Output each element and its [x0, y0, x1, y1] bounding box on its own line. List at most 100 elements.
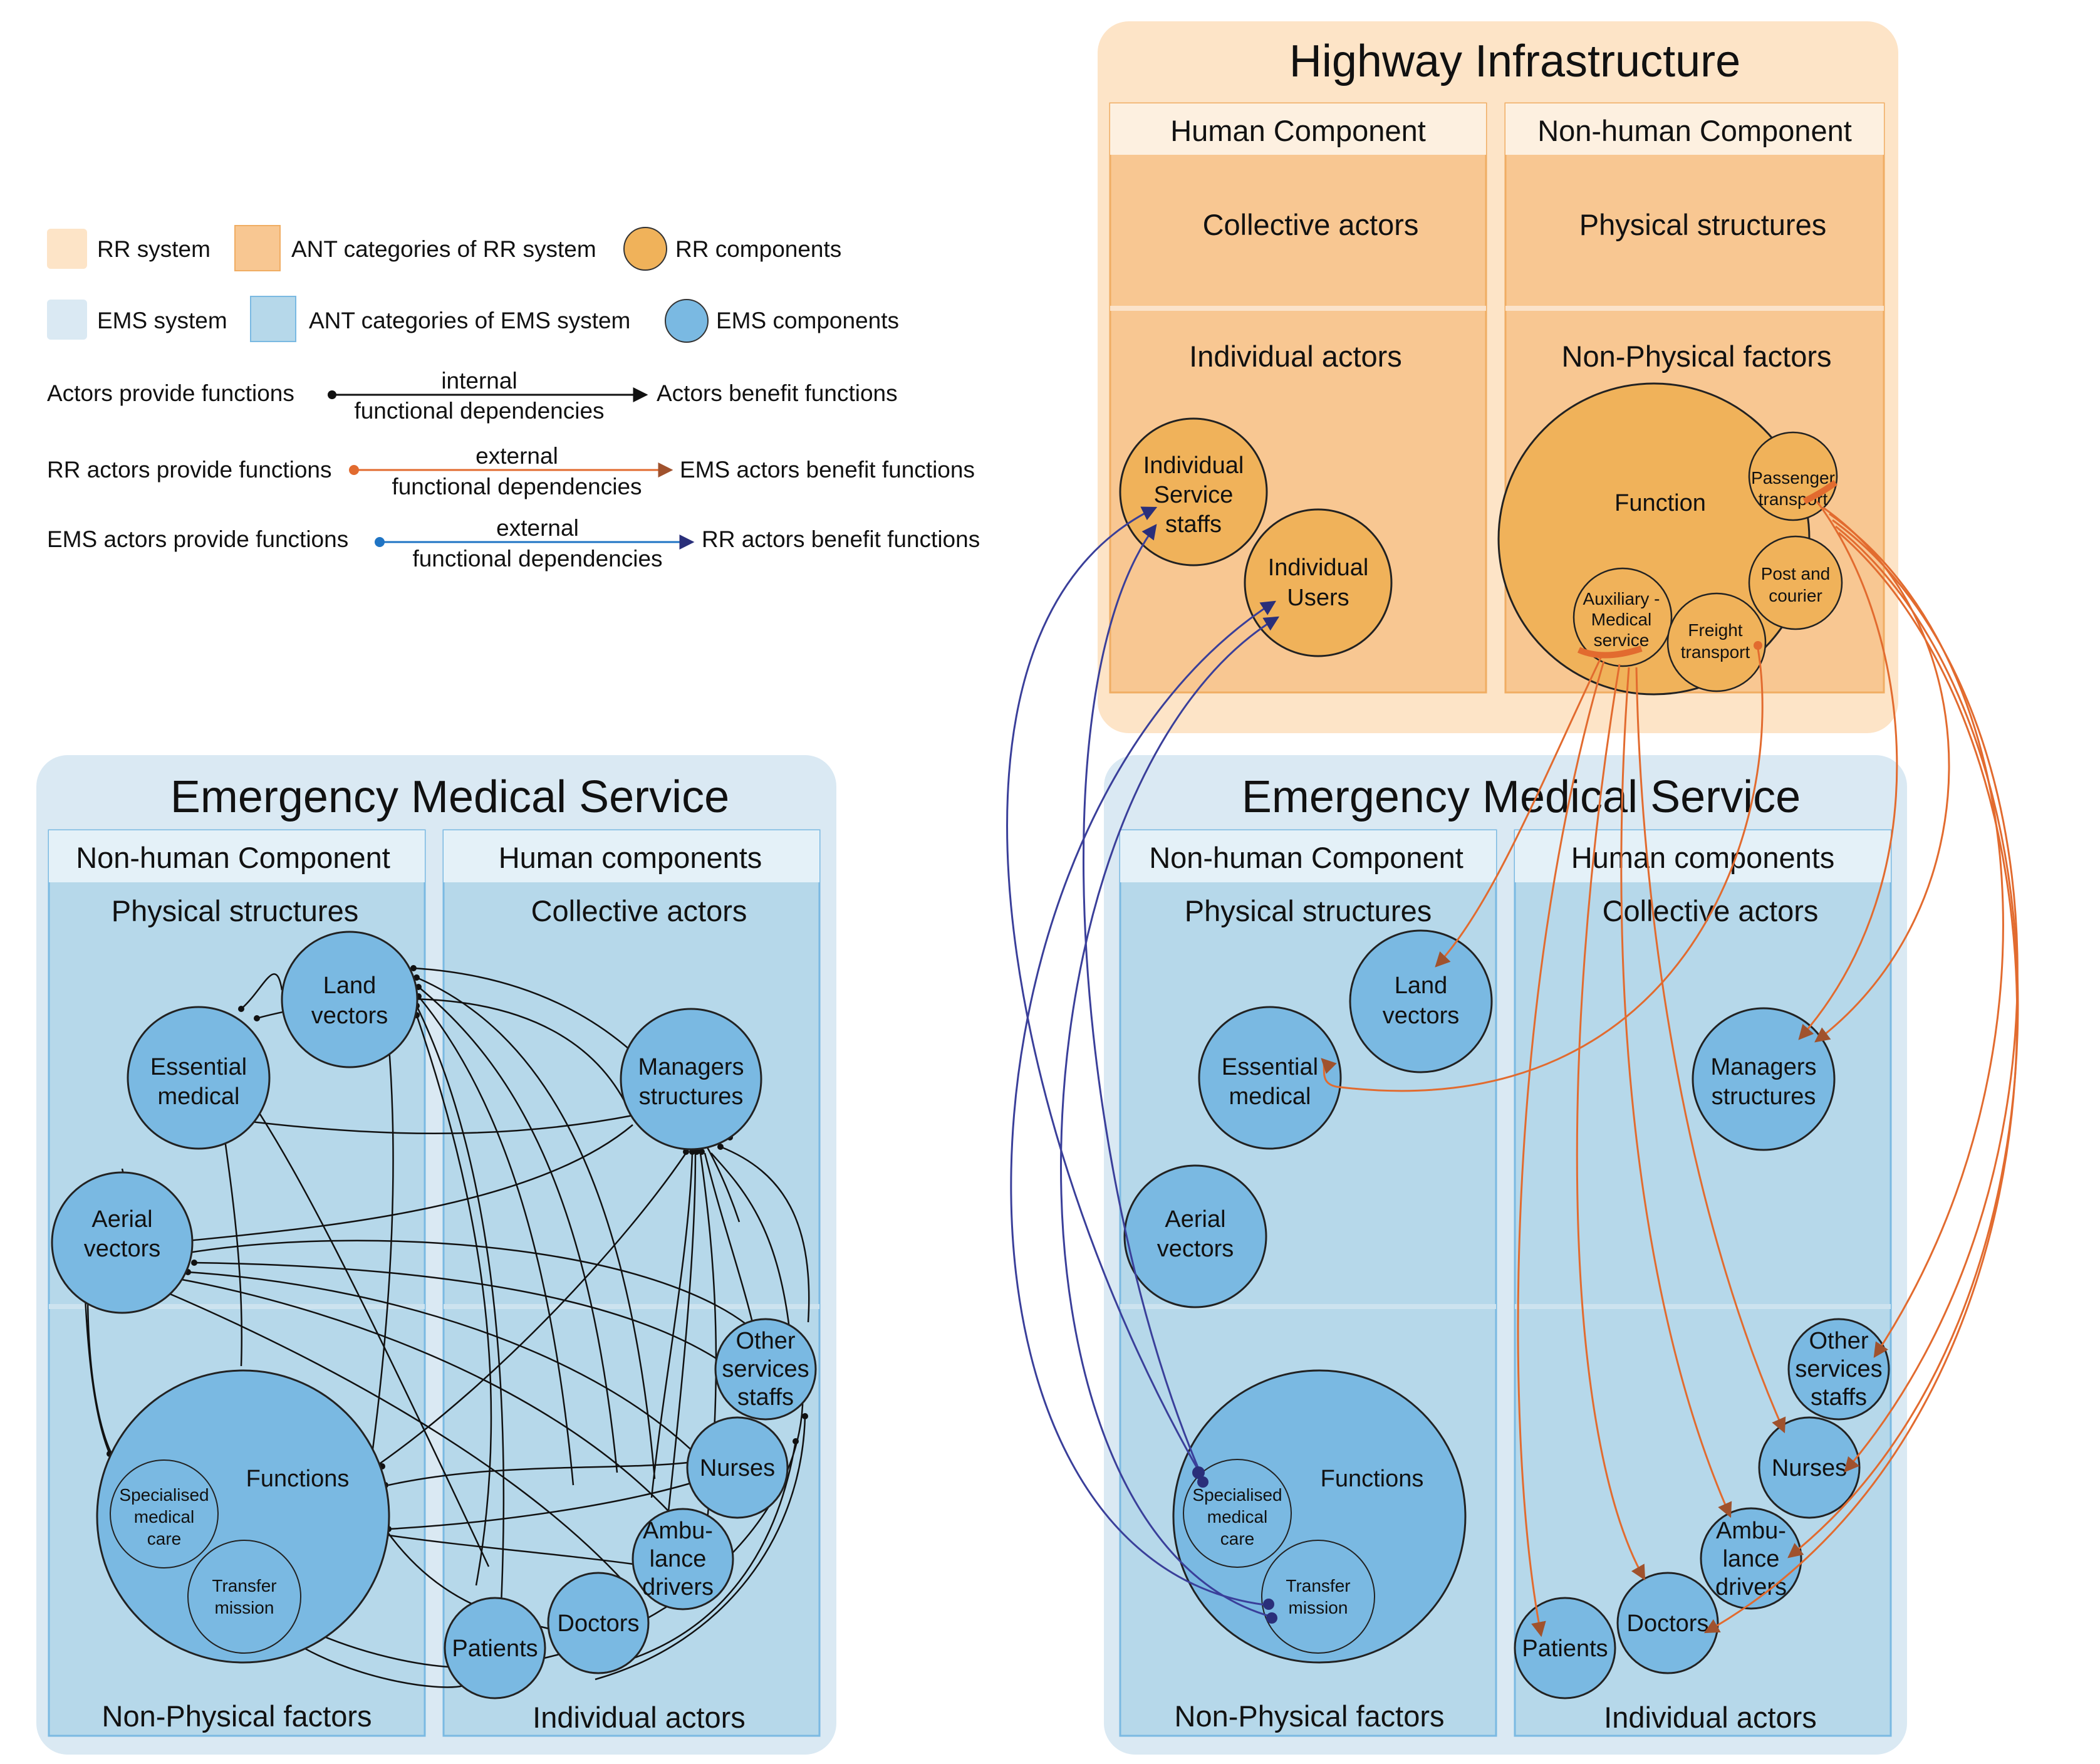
ems-left-node-doctors: Doctors — [547, 1572, 650, 1674]
svg-text:staffs: staffs — [1811, 1384, 1867, 1411]
ems-right-node-essential-medical: Essential medical — [1198, 1006, 1342, 1150]
svg-text:lance: lance — [1723, 1546, 1780, 1572]
ems-right-node-functions: Functions Specialised medical care Trans… — [1172, 1369, 1467, 1664]
svg-text:medical: medical — [1229, 1083, 1311, 1110]
legend-internal-bottom: functional dependencies — [354, 398, 604, 424]
legend-rr-ext-left: RR actors provide functions — [47, 457, 331, 483]
svg-text:Freight: Freight — [1688, 620, 1742, 640]
ems-left-title: Emergency Medical Service — [170, 772, 729, 822]
ems-right-nonhuman-header-bg — [1120, 830, 1496, 882]
svg-text:medical: medical — [158, 1083, 240, 1110]
svg-text:Passenger: Passenger — [1751, 468, 1835, 488]
svg-text:mission: mission — [1289, 1598, 1348, 1617]
ems-left-node-aerial-vectors: Aerial vectors — [51, 1171, 194, 1314]
svg-text:Land: Land — [323, 973, 377, 999]
ems-right-node-ambulance-drivers: Ambu- lance drivers — [1700, 1507, 1802, 1610]
legend-ems-system-label: EMS system — [97, 308, 227, 333]
svg-text:mission: mission — [215, 1598, 274, 1617]
ems-left-nonhuman-header: Non-human Component — [76, 841, 390, 874]
svg-text:Specialised: Specialised — [1192, 1485, 1282, 1505]
ems-right-collective-label: Collective actors — [1603, 894, 1819, 927]
ems-right-node-aerial-vectors: Aerial vectors — [1123, 1164, 1267, 1308]
svg-text:medical: medical — [134, 1507, 194, 1527]
rr-link-origin-dots — [1577, 479, 1838, 659]
svg-text:Aerial: Aerial — [91, 1206, 152, 1233]
ems-left-node-land-vectors: Land vectors — [281, 931, 418, 1068]
ems-left-node-managers-structures: Managers structures — [620, 1008, 762, 1151]
highway-nonhuman-header-bg — [1505, 103, 1884, 155]
legend-internal-left: Actors provide functions — [47, 380, 294, 406]
legend-ant-ems-label: ANT categories of EMS system — [309, 308, 630, 333]
ems-right-node-doctors: Doctors — [1616, 1572, 1719, 1674]
svg-text:care: care — [1220, 1529, 1254, 1548]
ems-left-node-essential-medical: Essential medical — [127, 1006, 271, 1150]
ems-left-node-patients: Patients — [444, 1597, 546, 1699]
ems-right-human-column — [1514, 829, 1892, 1737]
legend-ems-ext-top: external — [496, 515, 579, 541]
svg-text:Nurses: Nurses — [1772, 1455, 1847, 1481]
svg-text:courier: courier — [1769, 586, 1822, 605]
legend-internal-right: Actors benefit functions — [657, 380, 898, 406]
svg-text:Patients: Patients — [1522, 1636, 1608, 1662]
svg-text:Ambu-: Ambu- — [643, 1518, 713, 1544]
svg-text:Auxiliary -: Auxiliary - — [1583, 589, 1660, 608]
highway-individual-label: Individual actors — [1189, 340, 1402, 373]
svg-text:lance: lance — [650, 1546, 707, 1572]
highway-title: Highway Infrastructure — [1289, 36, 1740, 86]
svg-text:Doctors: Doctors — [558, 1610, 640, 1637]
rr-node-service-staffs: Individual Service staffs — [1119, 417, 1268, 566]
svg-text:vectors: vectors — [311, 1003, 388, 1029]
ems-left-nonphysical-label: Non-Physical factors — [102, 1699, 372, 1733]
svg-text:Doctors: Doctors — [1627, 1610, 1709, 1637]
svg-text:Post and: Post and — [1761, 564, 1831, 583]
legend-ant-rr-swatch — [234, 225, 281, 271]
svg-text:Aerial: Aerial — [1165, 1206, 1225, 1233]
ems-left-node-nurses: Nurses — [686, 1416, 789, 1519]
svg-text:staffs: staffs — [737, 1384, 794, 1411]
svg-text:Functions: Functions — [246, 1466, 350, 1492]
ems-left-collective-label: Collective actors — [531, 894, 747, 927]
highway-nonhuman-header: Non-human Component — [1537, 114, 1852, 147]
ems-right-human-header-bg — [1515, 830, 1891, 882]
svg-text:Nurses: Nurses — [700, 1455, 775, 1481]
ems-right-human-header: Human components — [1571, 841, 1835, 874]
svg-text:Transfer: Transfer — [212, 1576, 276, 1595]
legend-ems-ext-bottom: functional dependencies — [412, 546, 662, 571]
legend: RR system ANT categories of RR system RR… — [47, 225, 980, 571]
svg-text:medical: medical — [1207, 1507, 1267, 1527]
highway-human-header: Human Component — [1170, 114, 1426, 147]
rr-to-ems-links — [1321, 501, 2019, 1637]
svg-text:services: services — [1795, 1356, 1882, 1382]
legend-ant-rr-label: ANT categories of RR system — [291, 236, 596, 262]
svg-text:Managers: Managers — [1711, 1054, 1817, 1080]
ems-to-rr-links — [1006, 506, 1280, 1618]
rr-node-individual-users: Individual Users — [1244, 508, 1393, 657]
ems-left-nonhuman-header-bg — [49, 830, 425, 882]
legend-ems-component-swatch — [665, 299, 709, 343]
highway-human-header-bg — [1110, 103, 1486, 155]
svg-text:vectors: vectors — [84, 1236, 160, 1262]
ems-right-title: Emergency Medical Service — [1242, 772, 1801, 822]
legend-rr-ext-bottom: functional dependencies — [392, 474, 642, 499]
legend-rr-ext-right: EMS actors benefit functions — [680, 457, 975, 483]
legend-ems-ext-right: RR actors benefit functions — [702, 526, 980, 552]
ems-left-node-ambulance-drivers: Ambu- lance drivers — [632, 1508, 734, 1610]
legend-rr-components-label: RR components — [675, 236, 841, 262]
svg-text:Individual: Individual — [1143, 452, 1244, 479]
legend-internal-top: internal — [441, 368, 517, 394]
ems-right-system: Emergency Medical Service Non-human Comp… — [1104, 755, 1907, 1755]
svg-text:vectors: vectors — [1157, 1236, 1234, 1262]
legend-rr-system-label: RR system — [97, 236, 211, 262]
svg-text:drivers: drivers — [642, 1574, 714, 1600]
svg-text:staffs: staffs — [1165, 511, 1222, 538]
ems-left-system: Emergency Medical Service Non-human Comp… — [36, 755, 836, 1755]
svg-text:Essential: Essential — [1222, 1054, 1318, 1080]
ems-left-individual-label: Individual actors — [533, 1701, 746, 1734]
svg-text:Managers: Managers — [638, 1054, 744, 1080]
legend-ems-ext-left: EMS actors provide functions — [47, 526, 348, 552]
svg-text:Function: Function — [1614, 490, 1706, 516]
ems-right-nonphysical-label: Non-Physical factors — [1175, 1699, 1445, 1733]
ems-right-node-land-vectors: Land vectors — [1349, 929, 1493, 1073]
ems-right-physical-label: Physical structures — [1185, 894, 1432, 927]
